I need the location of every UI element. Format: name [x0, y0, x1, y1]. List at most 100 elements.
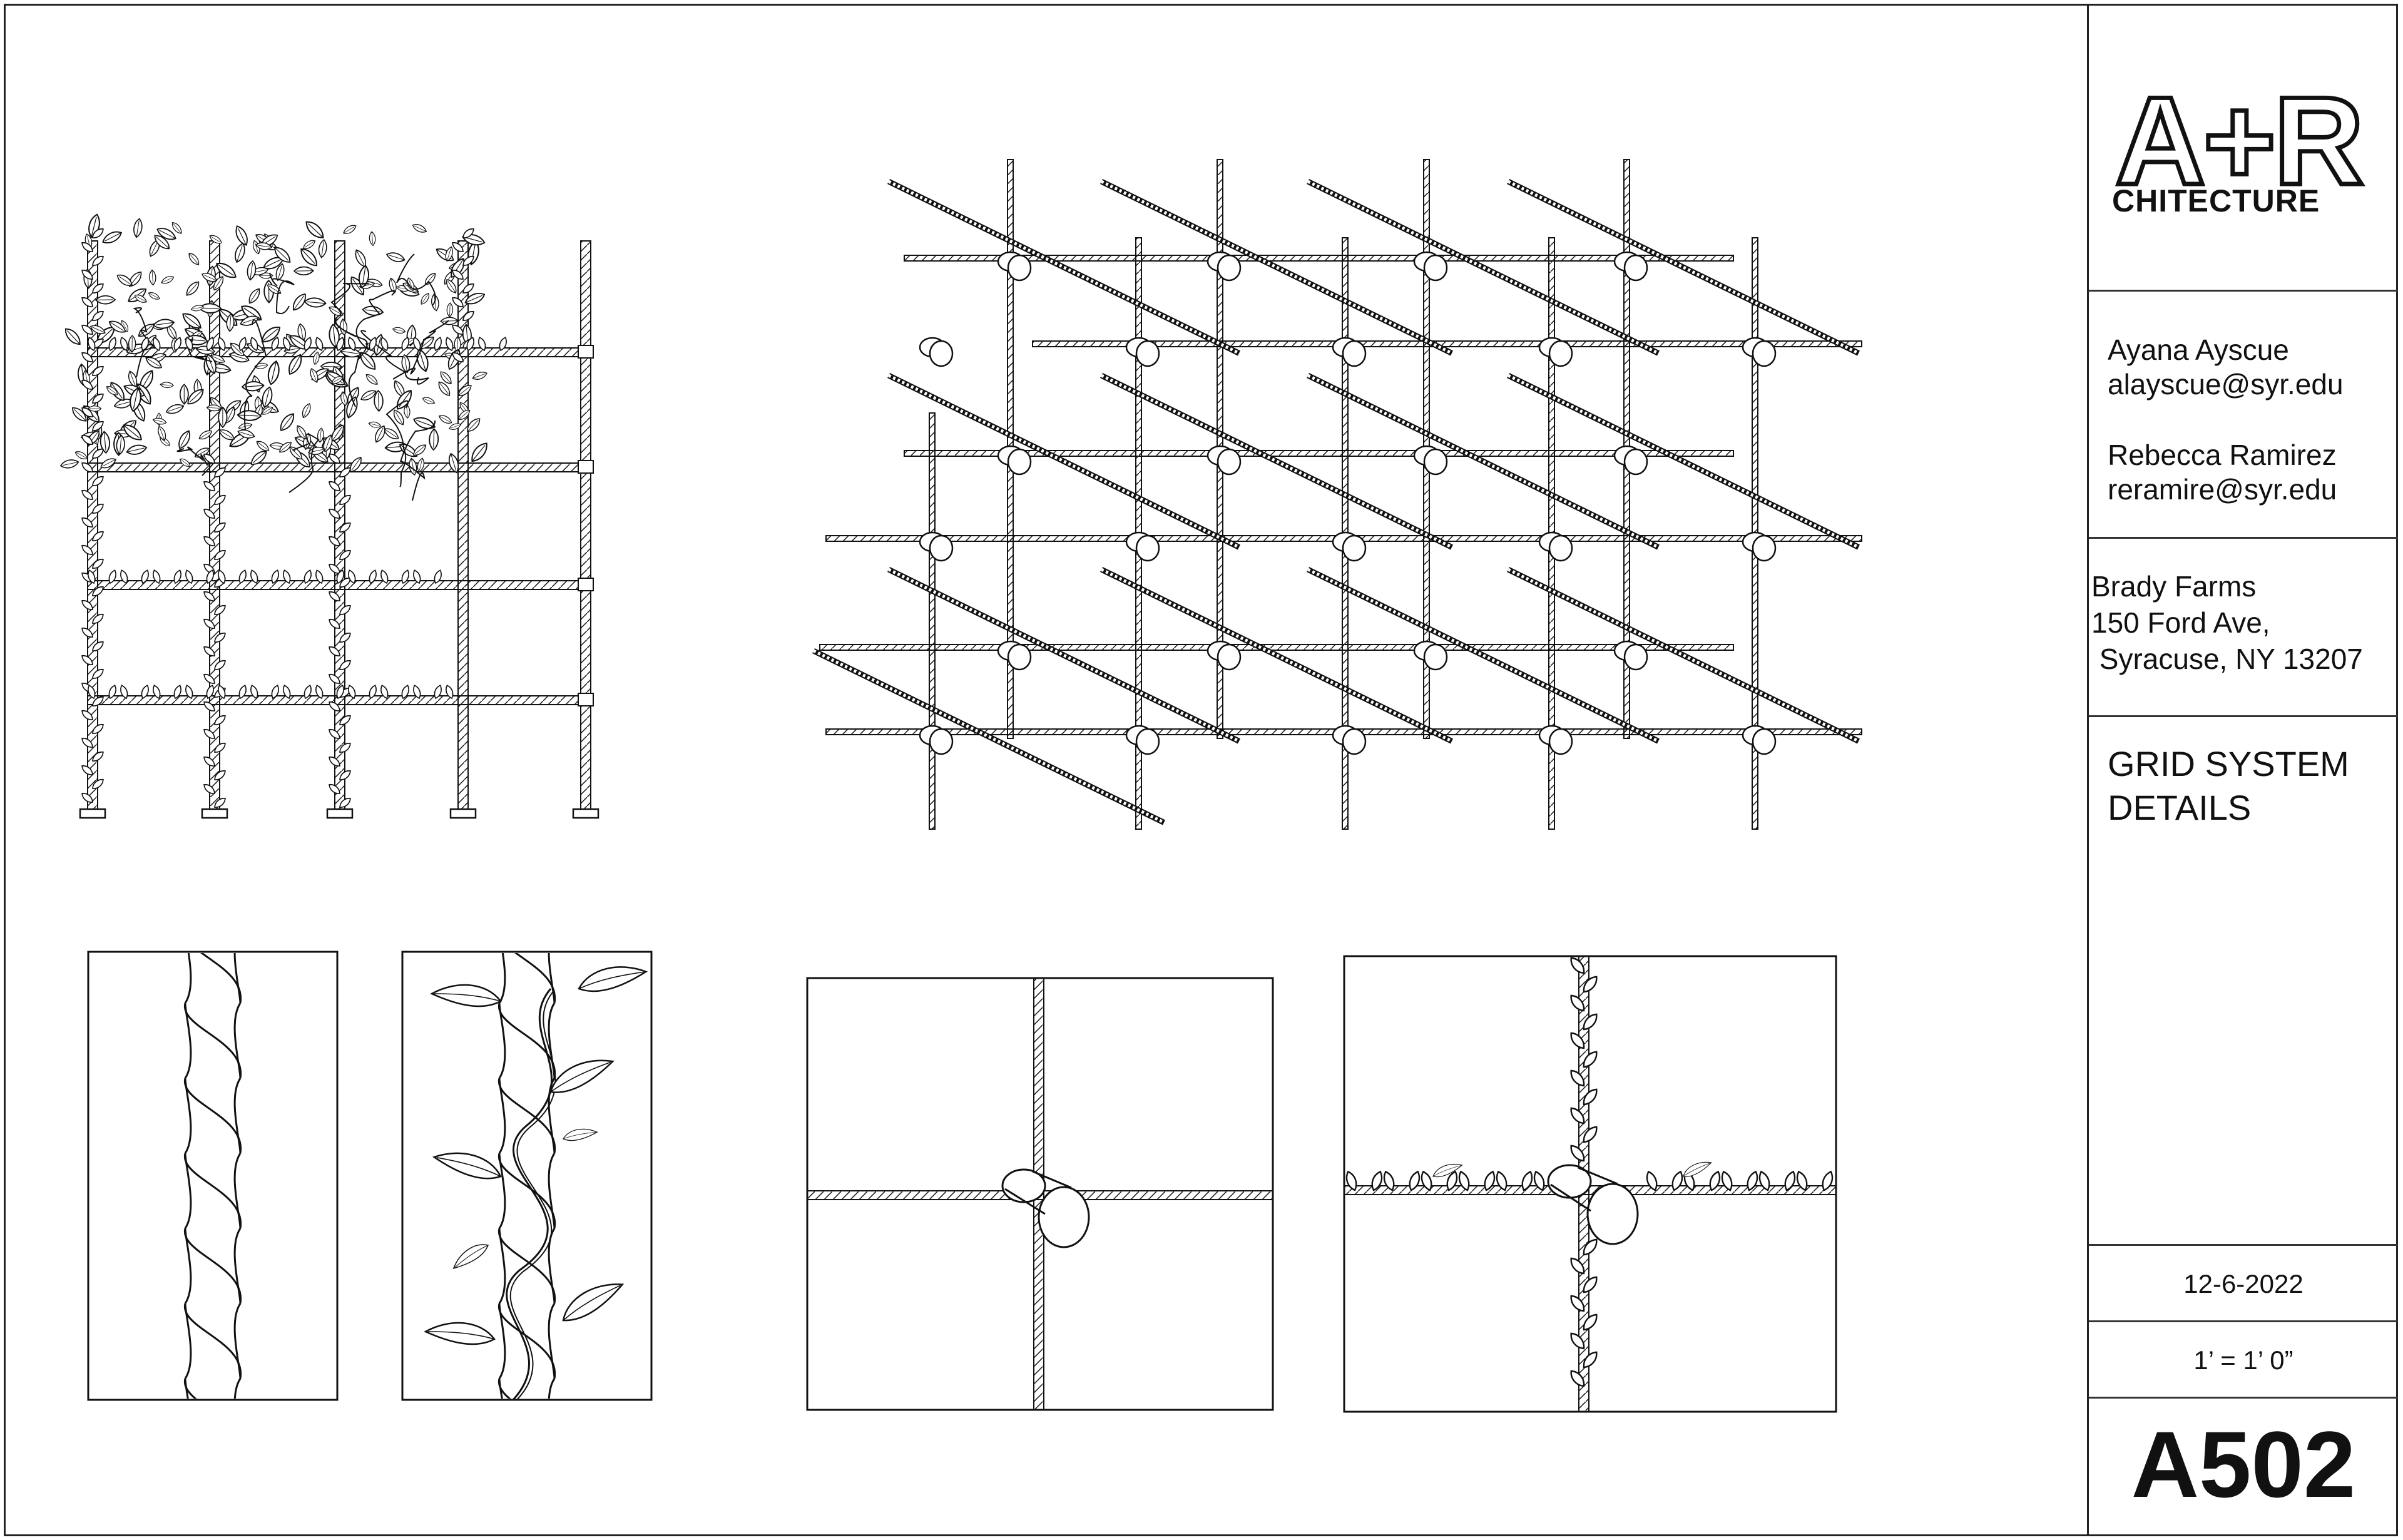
leaf-icon [175, 428, 193, 451]
grid-connector [1217, 448, 1242, 476]
grid-connector [1548, 728, 1573, 755]
grid-rod-diagonal [1507, 566, 1860, 744]
grid-rod-diagonal [1100, 178, 1453, 356]
leaf-icon [302, 218, 327, 242]
grid-connector [1548, 340, 1573, 367]
leaf-icon [467, 439, 491, 465]
rope-twist [184, 1228, 192, 1304]
grid-connector [1217, 254, 1242, 282]
grid-rod-horizontal [904, 450, 1734, 457]
rope-twist [184, 1303, 242, 1379]
leaf-icon [437, 412, 454, 426]
rope-vine-detail [401, 951, 653, 1401]
site-name: Brady Farms [2091, 570, 2257, 603]
date-panel: 12-6-2022 [2089, 1246, 2398, 1322]
leaf-icon [300, 402, 313, 420]
leaf-icon [411, 414, 437, 432]
site-address-line2: Syracuse, NY 13207 [2091, 643, 2363, 675]
grid-connector [1423, 254, 1448, 282]
rope-twist [548, 1002, 556, 1079]
rope-twist [184, 1078, 192, 1154]
grid-axonometric [812, 159, 1862, 830]
grid-connector [1752, 728, 1777, 755]
grid-rod-diagonal [1307, 372, 1660, 550]
vine-stem [392, 320, 449, 380]
grid-connector [929, 340, 954, 367]
leaf-icon [148, 269, 157, 286]
leaf-icon [304, 296, 327, 309]
rope-twist [233, 1228, 242, 1304]
rope-twist [233, 953, 242, 1004]
leaf-icon [428, 428, 439, 451]
rope-twist [498, 953, 506, 1004]
grid-rod-diagonal [1307, 178, 1660, 356]
grid-connector [1007, 643, 1032, 671]
leaf-icon [100, 228, 124, 247]
sheet-title-panel: GRID SYSTEM DETAILS [2089, 717, 2398, 1246]
grid-rod-horizontal [819, 644, 1734, 651]
sheet-number: A502 [2131, 1412, 2356, 1517]
sheet-title-line2: DETAILS [2108, 788, 2252, 827]
vine-stem [385, 400, 409, 487]
vine-foliage [59, 212, 509, 810]
drawing-scale: 1’ = 1’ 0” [2193, 1345, 2293, 1375]
leaf-icon [125, 442, 148, 457]
sheet-title-line1: GRID SYSTEM [2108, 744, 2349, 783]
leaf-icon [186, 250, 202, 267]
leaf-icon [147, 290, 161, 302]
vine-stem [335, 319, 368, 407]
grid-connector [929, 728, 954, 755]
leaf-icon [1680, 1158, 1714, 1179]
vine-stem [355, 290, 395, 350]
leaf-icon [446, 302, 454, 318]
firm-logo-subtitle: CHITECTURE [2112, 183, 2320, 218]
rope-twist [200, 953, 242, 1004]
leaf-icon [232, 242, 248, 265]
grid-rod-diagonal [887, 178, 1240, 356]
leaf-icon [164, 402, 186, 416]
team-member-email: alayscue@syr.edu [2108, 368, 2344, 400]
grid-rod-diagonal [1507, 178, 1860, 356]
drawing-date: 12-6-2022 [2183, 1269, 2304, 1298]
grid-rod-diagonal [887, 566, 1240, 744]
grid-connector [1623, 643, 1648, 671]
rope-twist [498, 1303, 506, 1379]
grid-connector [1135, 728, 1160, 755]
leaf-icon [419, 291, 432, 307]
connector-vine-detail [1343, 954, 1837, 1413]
leaf-icon [421, 395, 436, 406]
rope-twist [498, 1078, 506, 1154]
rope-twist [498, 1378, 503, 1399]
rope-twist [184, 1002, 192, 1079]
trellis-elevation [59, 212, 599, 819]
grid-connector [929, 534, 954, 562]
logo-panel: A+R CHITECTURE [2089, 4, 2398, 292]
grid-rod-horizontal [904, 255, 1734, 262]
rope-twist [233, 1153, 242, 1229]
leaf-icon [218, 406, 228, 428]
rope-twist [548, 1153, 556, 1229]
rope-twist [233, 1078, 242, 1154]
grid-connector [1342, 534, 1367, 562]
vine-stem [269, 272, 295, 314]
grid-rod-diagonal [1307, 566, 1660, 744]
grid-connector [1342, 728, 1367, 755]
rope-twist [498, 1153, 506, 1229]
grid-connector [1752, 534, 1777, 562]
leaf-icon [160, 381, 175, 389]
leaf-icon [341, 223, 358, 237]
leaf-icon [241, 380, 265, 392]
rope-twist [548, 1378, 556, 1399]
rope-twist [233, 1303, 242, 1379]
vine-stem [396, 253, 436, 306]
grid-connector [1623, 448, 1648, 476]
scale-panel: 1’ = 1’ 0” [2089, 1322, 2398, 1399]
leaf-icon [392, 325, 407, 335]
leaf-icon [440, 317, 459, 325]
grid-connector [1342, 340, 1367, 367]
grid-rod-diagonal [1507, 372, 1860, 550]
leaf-icon [246, 286, 263, 306]
rope-twist [184, 1002, 242, 1079]
vine-stem [288, 434, 320, 493]
leaf-icon [151, 416, 168, 426]
